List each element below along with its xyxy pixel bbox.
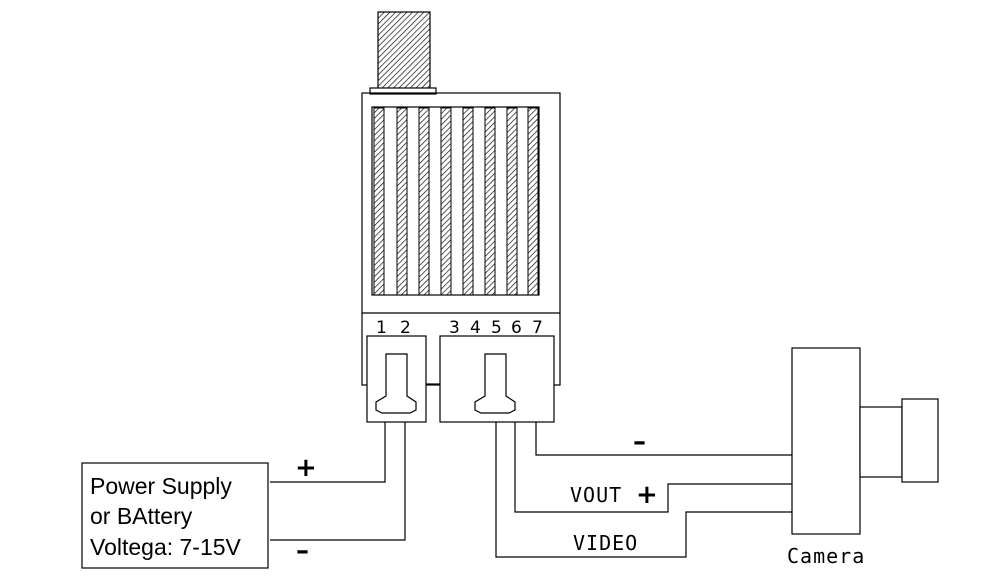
power-plus-sign: + bbox=[295, 453, 317, 483]
pin-1-label: 1 bbox=[376, 318, 387, 338]
camera-vout-wire bbox=[514, 422, 792, 513]
camera-lens bbox=[901, 398, 939, 483]
power-supply-voltage-label: Voltega: 7-15V bbox=[90, 534, 242, 560]
vout-plus-sign: + bbox=[636, 480, 658, 510]
camera bbox=[791, 347, 939, 535]
camera-ground-wire bbox=[535, 422, 792, 456]
power-wires bbox=[270, 422, 406, 541]
camera-label: Camera bbox=[787, 544, 865, 568]
pin-6-label: 6 bbox=[511, 318, 522, 338]
pin-7-label: 7 bbox=[532, 318, 543, 338]
video-label: VIDEO bbox=[573, 531, 638, 555]
camera-video-wire bbox=[495, 422, 792, 558]
pin-5-label: 5 bbox=[491, 318, 502, 338]
antenna-connector bbox=[369, 11, 437, 95]
camera-lens-mount bbox=[859, 406, 903, 478]
pin-4-label: 4 bbox=[470, 318, 481, 338]
pin-2-label: 2 bbox=[400, 318, 411, 338]
vout-label: VOUT bbox=[570, 483, 622, 507]
camera-wires bbox=[495, 422, 792, 558]
camera-minus-sign: – bbox=[633, 427, 646, 457]
power-supply-box: Power Supply or BAttery Voltega: 7-15V bbox=[81, 462, 269, 569]
camera-body bbox=[791, 347, 861, 535]
power-connector bbox=[366, 335, 427, 423]
transmitter-module bbox=[361, 92, 561, 386]
power-supply-label-line1: Power Supply bbox=[90, 473, 232, 499]
heatsink-fins bbox=[373, 107, 539, 296]
heatsink-frame bbox=[371, 106, 540, 296]
power-supply-label-line2: or BAttery bbox=[90, 503, 193, 529]
signal-connector bbox=[439, 335, 555, 423]
pin-labels: 1 2 3 4 5 6 7 bbox=[376, 318, 543, 338]
pin-3-label: 3 bbox=[449, 318, 460, 338]
power-minus-sign: – bbox=[296, 536, 309, 566]
